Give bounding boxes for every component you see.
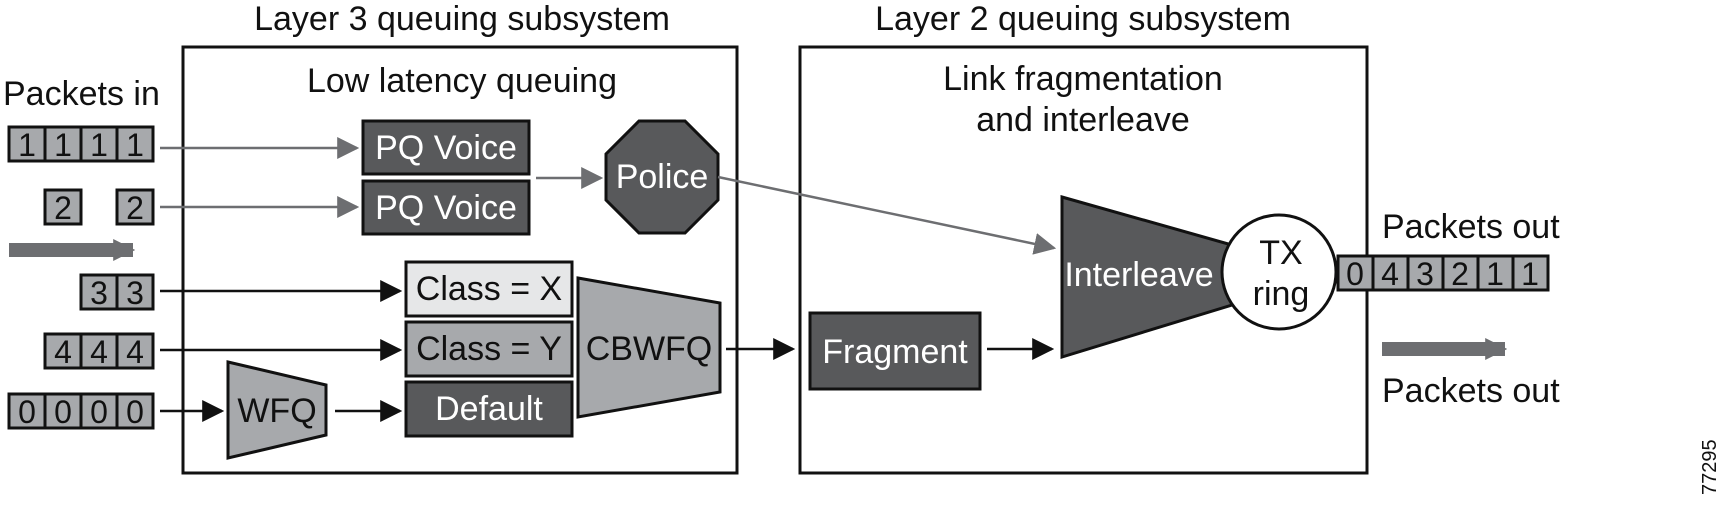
pq-voice-1-block (361, 119, 531, 176)
class-y-block (404, 320, 574, 378)
packets-out-top-label: Packets out (1382, 208, 1560, 246)
llq-title: Low latency queuing (307, 62, 617, 100)
packet-label: 1 (90, 127, 108, 163)
packet-label: 4 (1381, 256, 1399, 292)
layer2-title: Layer 2 queuing subsystem (875, 0, 1291, 38)
wfq-trapezoid (226, 360, 328, 460)
packet-label: 0 (18, 394, 36, 430)
packet-label: 1 (54, 127, 72, 163)
input-queue-row-5: 0 0 0 0 (7, 392, 155, 430)
input-queue-row-4: 4 4 4 (43, 332, 155, 370)
arrow-police-to-interleave (717, 175, 1057, 255)
packet-label: 4 (90, 334, 108, 370)
output-queue: 0 4 3 2 1 1 (1336, 254, 1550, 292)
packet-label: 2 (1451, 256, 1469, 292)
wfq-label: WFQ (237, 392, 316, 430)
interleave-label: Interleave (1064, 256, 1213, 294)
cbwfq-label: CBWFQ (586, 330, 713, 368)
fragment-label: Fragment (822, 333, 968, 371)
layer3-title: Layer 3 queuing subsystem (254, 0, 670, 38)
packet-label: 1 (18, 127, 36, 163)
packets-in-label: Packets in (3, 75, 160, 113)
police-label: Police (616, 158, 709, 196)
packet-label: 1 (1521, 256, 1539, 292)
packet-label: 2 (54, 190, 72, 226)
packet-label: 1 (126, 127, 144, 163)
police-octagon (604, 119, 720, 235)
tx-ring-label-line2: ring (1253, 275, 1310, 313)
cbwfq-trapezoid (576, 276, 722, 419)
packet-label: 0 (1346, 256, 1364, 292)
pq-voice-2-block (361, 179, 531, 236)
packet-label: 4 (126, 334, 144, 370)
class-x-block (404, 260, 574, 318)
input-queue-row-2: 2 2 (43, 188, 155, 226)
packet-label: 0 (90, 394, 108, 430)
packet-label: 3 (126, 275, 144, 311)
class-y-label: Class = Y (416, 330, 562, 368)
lfi-title-line2: and interleave (976, 101, 1190, 139)
packet-label: 3 (90, 275, 108, 311)
tx-ring-circle (1220, 213, 1338, 331)
default-label: Default (435, 390, 543, 428)
pq-voice-1-label: PQ Voice (375, 129, 517, 167)
pq-voice-2-label: PQ Voice (375, 189, 517, 227)
packet-label: 0 (126, 394, 144, 430)
class-x-label: Class = X (416, 270, 562, 308)
packet-label: 4 (54, 334, 72, 370)
input-queue-row-3: 3 3 (79, 273, 155, 311)
tx-ring-label-line1: TX (1259, 234, 1302, 272)
lfi-title-line1: Link fragmentation (943, 60, 1223, 98)
packet-label: 2 (126, 190, 144, 226)
input-queue-row-1: 1 1 1 1 (7, 125, 155, 163)
default-block (404, 380, 574, 438)
figure-id: 77295 (1699, 439, 1721, 495)
packet-label: 3 (1416, 256, 1434, 292)
packets-out-bottom-label: Packets out (1382, 372, 1560, 410)
packet-label: 0 (54, 394, 72, 430)
fragment-block (808, 311, 982, 391)
layer3-box (181, 45, 739, 475)
packet-label: 1 (1486, 256, 1504, 292)
